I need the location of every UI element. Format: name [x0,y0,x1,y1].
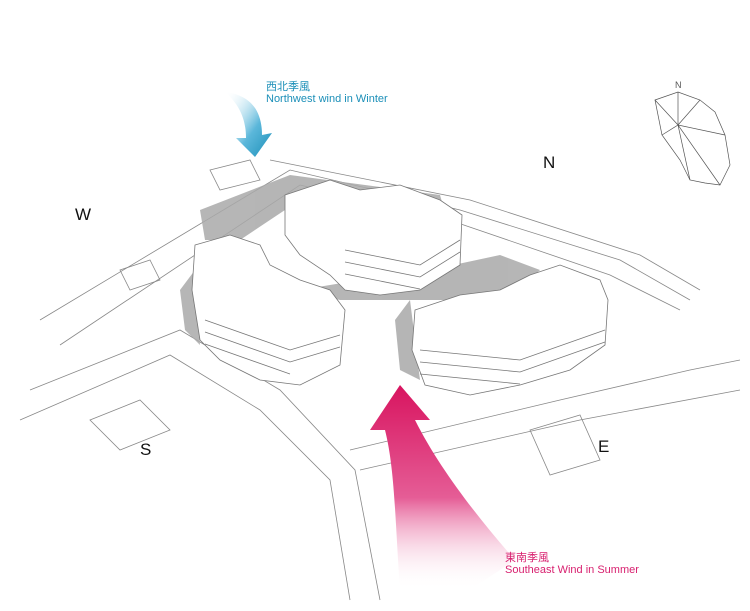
summer-wind-arrow [370,385,515,590]
winter-wind-english: Northwest wind in Winter [266,93,388,105]
direction-north: N [543,153,556,172]
building-east [411,264,609,396]
building-north [284,179,463,296]
direction-south: S [140,440,152,459]
compass-rose-icon [654,91,731,186]
building-west [191,234,346,386]
compass-north-label: N [675,80,682,90]
direction-east: E [598,437,610,456]
direction-west: W [75,205,92,224]
winter-wind-arrow [225,92,272,157]
summer-wind-english: Southeast Wind in Summer [505,564,639,576]
winter-wind-chinese: 西北季風 [266,81,310,93]
summer-wind-label: 東南季風 Southeast Wind in Summer [505,552,639,576]
winter-wind-label: 西北季風 Northwest wind in Winter [266,81,388,105]
summer-wind-chinese: 東南季風 [505,552,549,564]
